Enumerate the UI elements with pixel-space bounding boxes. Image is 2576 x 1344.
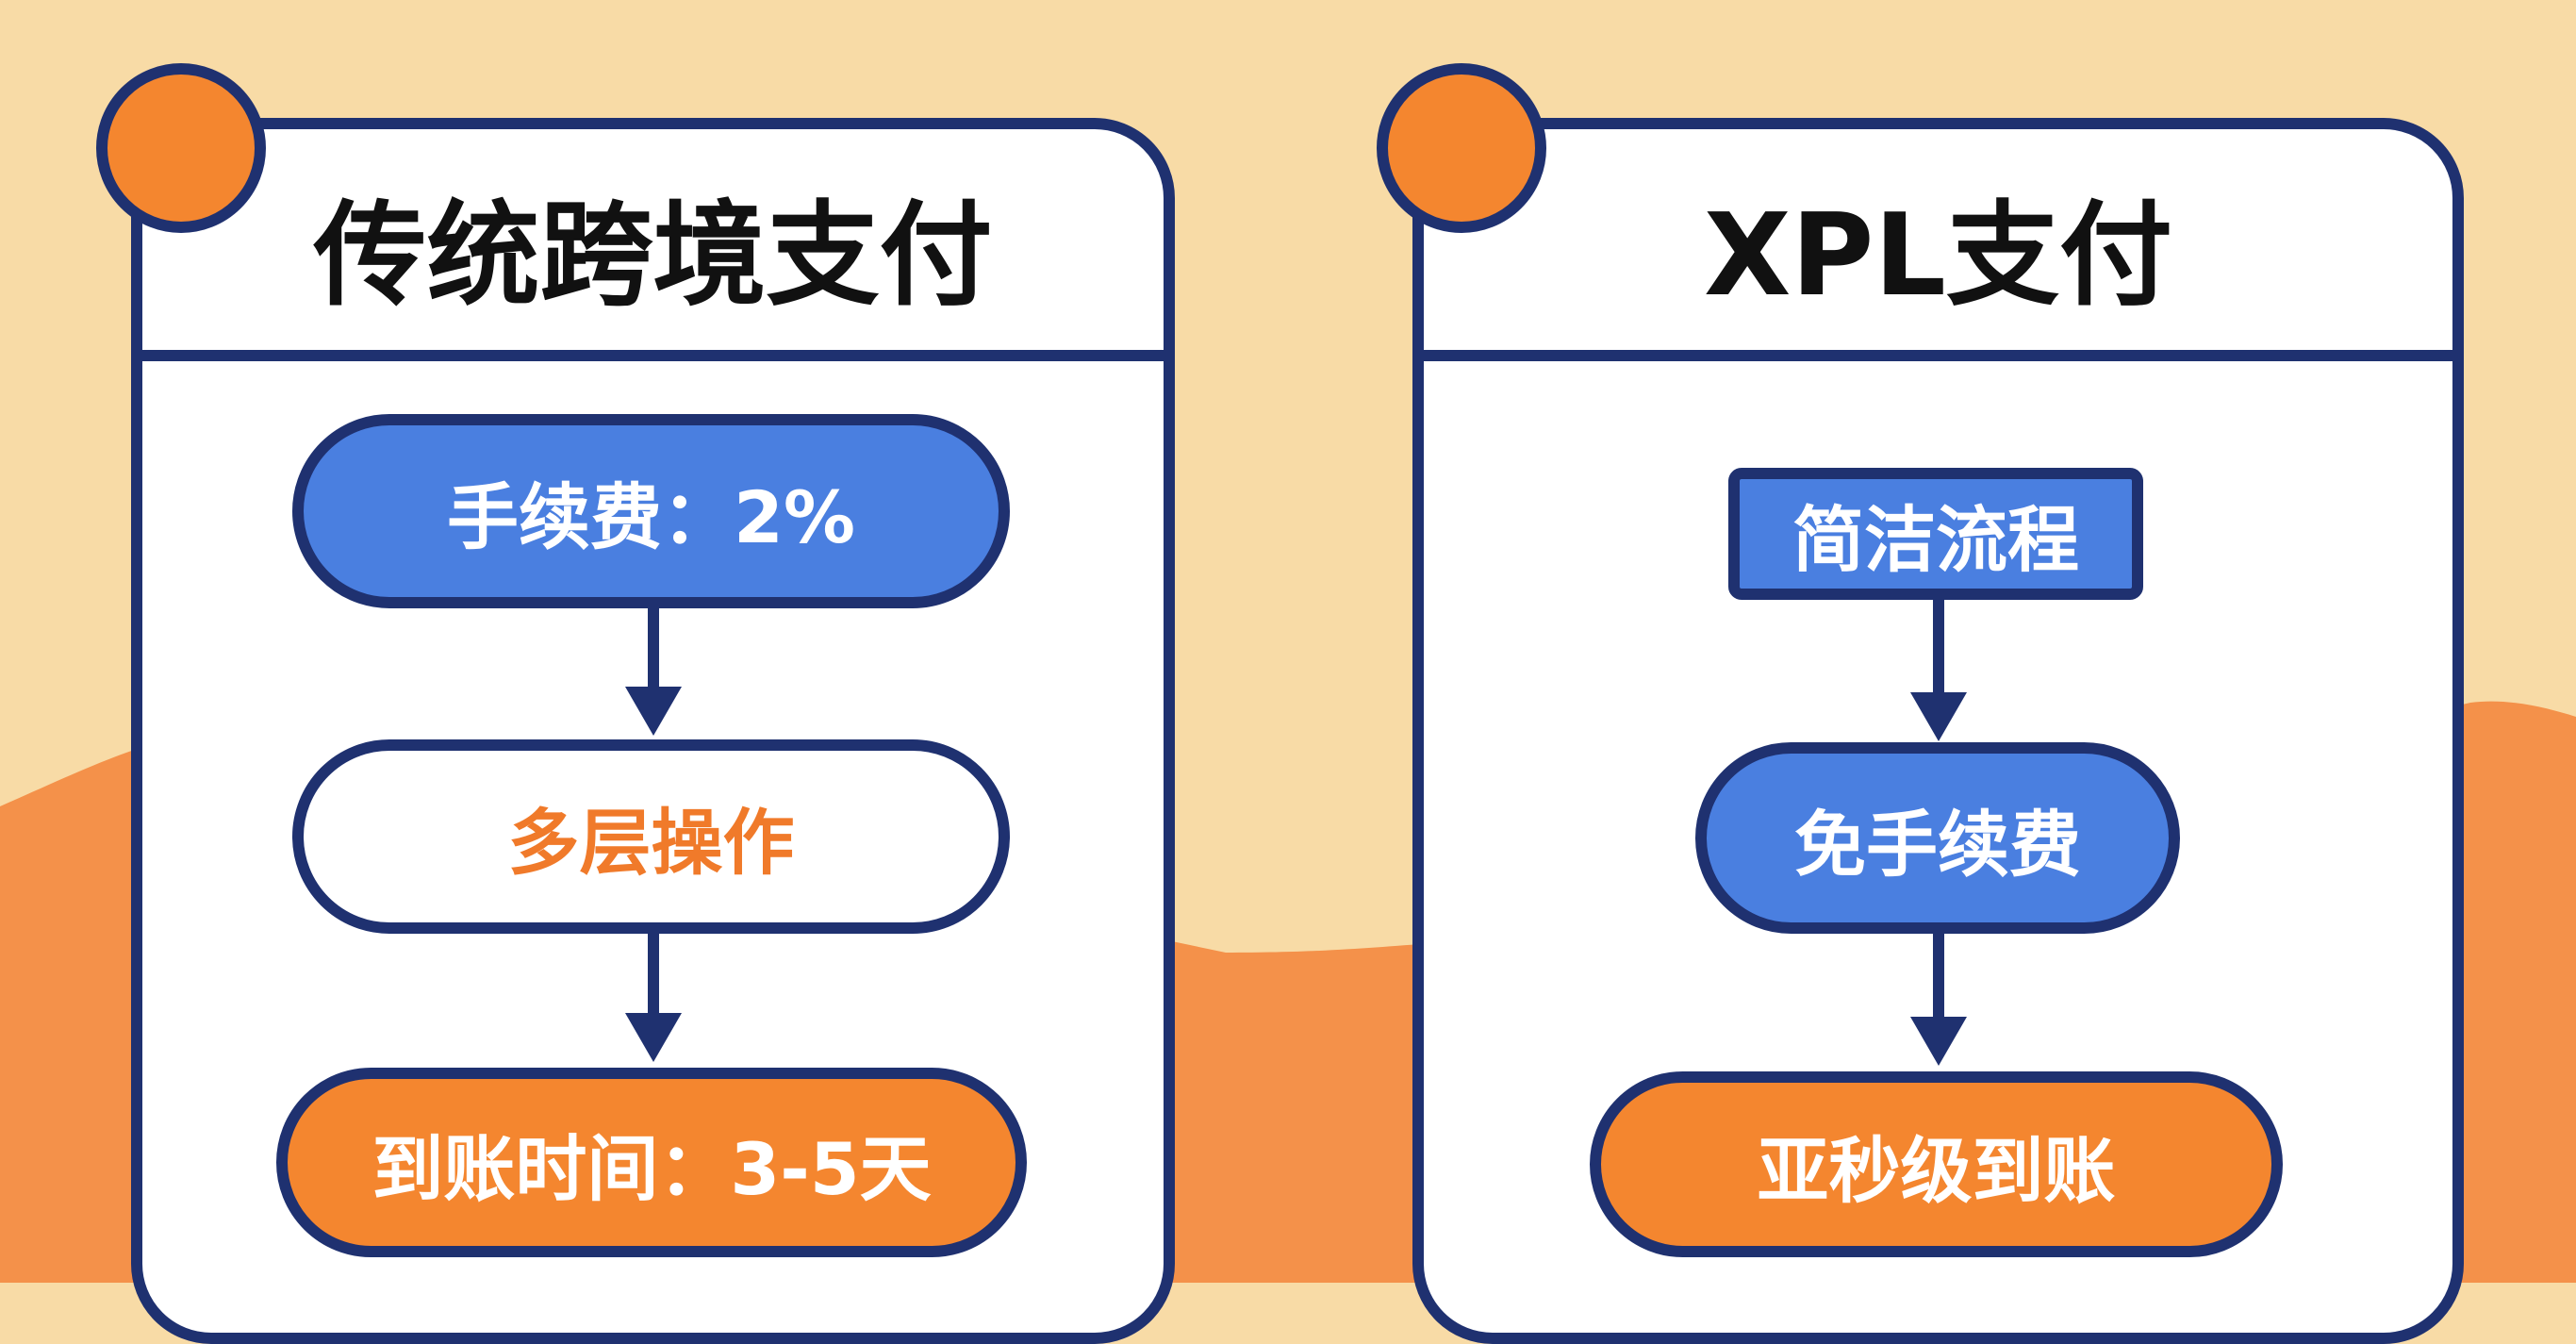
multi-step-node: 多层操作 [292,739,1010,934]
simple-flow-node: 简洁流程 [1728,468,2143,600]
settlement-time-node: 到账时间：3-5天 [276,1068,1027,1257]
card-title: 传统跨境支付 [313,191,993,322]
arrow-down-icon [625,934,682,1062]
card-title: XPL支付 [1704,191,2172,322]
arrow-down-icon [625,608,682,736]
header-divider [1424,350,2452,361]
arrow-down-icon [1910,934,1967,1066]
no-fee-node: 免手续费 [1695,742,2180,934]
arrow-down-icon [1910,600,1967,741]
header-divider [142,350,1164,361]
orange-dot-icon [96,63,266,233]
instant-settlement-node: 亚秒级到账 [1590,1071,2283,1257]
orange-dot-icon [1377,63,1546,233]
fee-node: 手续费：2% [292,414,1010,608]
